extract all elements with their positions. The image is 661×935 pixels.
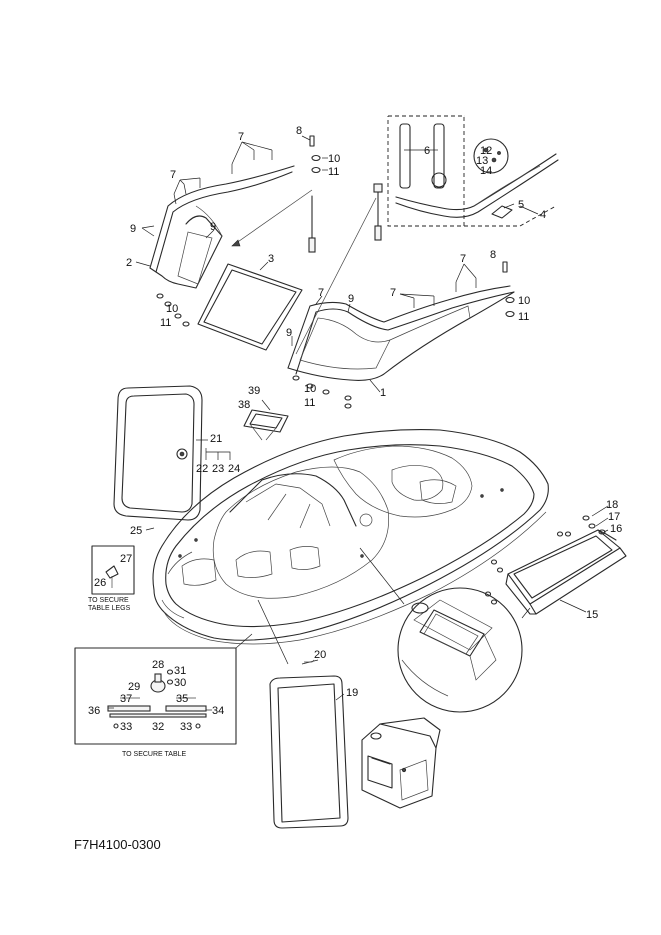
callout-7-c: 7 xyxy=(460,253,466,265)
callout-1: 1 xyxy=(380,387,386,399)
callout-33-a: 33 xyxy=(120,721,132,733)
callout-13: 13 xyxy=(476,155,488,167)
callout-10-c: 10 xyxy=(518,295,530,307)
callout-34: 34 xyxy=(212,705,224,717)
drawing-code: F7H4100-0300 xyxy=(74,837,161,852)
callout-11-c: 11 xyxy=(518,311,529,323)
callout-30: 30 xyxy=(174,677,186,689)
callout-35: 35 xyxy=(176,693,188,705)
callout-9-a: 9 xyxy=(130,223,136,235)
callout-3: 3 xyxy=(268,253,274,265)
callout-26: 26 xyxy=(94,577,106,589)
callout-9-b: 9 xyxy=(210,221,216,233)
console-cabinet xyxy=(361,717,441,809)
detail-inset-rail xyxy=(387,115,559,227)
callout-24: 24 xyxy=(228,463,240,475)
callout-27: 27 xyxy=(120,553,132,565)
callout-7-a: 7 xyxy=(238,131,244,143)
notes: TO SECURE TABLE LEGS TO SECURE TABLE F7H… xyxy=(74,597,187,852)
callout-29: 29 xyxy=(128,681,140,693)
callout-9-c: 9 xyxy=(348,293,354,305)
support-struts xyxy=(231,183,383,355)
callout-5: 5 xyxy=(518,199,524,211)
callout-22: 22 xyxy=(196,463,208,475)
callout-31: 31 xyxy=(174,665,186,677)
callout-37: 37 xyxy=(120,693,132,705)
callout-21: 21 xyxy=(210,433,222,445)
callout-11-b: 11 xyxy=(160,317,171,329)
fasteners xyxy=(156,135,515,409)
callout-19: 19 xyxy=(346,687,358,699)
callout-14: 14 xyxy=(480,165,492,177)
secure-table-inset xyxy=(74,633,253,745)
callout-20: 20 xyxy=(314,649,326,661)
callout-36: 36 xyxy=(88,705,100,717)
callout-15: 15 xyxy=(586,609,598,621)
callout-25: 25 xyxy=(130,525,142,537)
note-table-legs-line1: TO SECURE xyxy=(88,597,129,604)
windshield-left-frame xyxy=(149,165,295,289)
callout-7-e: 7 xyxy=(390,287,396,299)
note-table-legs-line2: TABLE LEGS xyxy=(88,605,131,612)
cup-holder xyxy=(243,409,289,441)
callout-23: 23 xyxy=(212,463,224,475)
callout-10-b: 10 xyxy=(166,303,178,315)
hatch-cover xyxy=(113,385,203,521)
callout-12: 12 xyxy=(480,145,492,157)
glass-panel xyxy=(197,263,303,351)
callout-28: 28 xyxy=(152,659,164,671)
callout-7-d: 7 xyxy=(318,287,324,299)
callout-2: 2 xyxy=(126,257,132,269)
table-legs-inset xyxy=(91,545,135,595)
callout-10-a: 10 xyxy=(328,153,340,165)
callout-10-d: 10 xyxy=(304,383,316,395)
callout-8-b: 8 xyxy=(490,249,496,261)
callout-32: 32 xyxy=(152,721,164,733)
windshield-right-frame xyxy=(287,285,515,381)
callout-6: 6 xyxy=(424,145,430,157)
callout-4: 4 xyxy=(540,209,546,221)
callout-9-d: 9 xyxy=(286,327,292,339)
callout-7-b: 7 xyxy=(170,169,176,181)
callout-39: 39 xyxy=(248,385,260,397)
callout-8-a: 8 xyxy=(296,125,302,137)
callout-38: 38 xyxy=(238,399,250,411)
callout-17: 17 xyxy=(608,511,620,523)
boat-deck xyxy=(152,429,549,645)
leader-lines xyxy=(108,135,609,711)
note-secure-table: TO SECURE TABLE xyxy=(122,751,187,758)
callout-16: 16 xyxy=(610,523,622,535)
callout-18: 18 xyxy=(606,499,618,511)
floor-mat xyxy=(257,599,349,829)
callout-11-d: 11 xyxy=(304,397,315,409)
callout-labels: 7 8 10 11 7 9 9 2 3 10 11 7 8 7 7 9 10 1… xyxy=(88,125,622,733)
callout-33-b: 33 xyxy=(180,721,192,733)
bin-location-detail xyxy=(359,547,531,713)
callout-11-a: 11 xyxy=(328,166,339,178)
storage-bin xyxy=(484,515,627,615)
